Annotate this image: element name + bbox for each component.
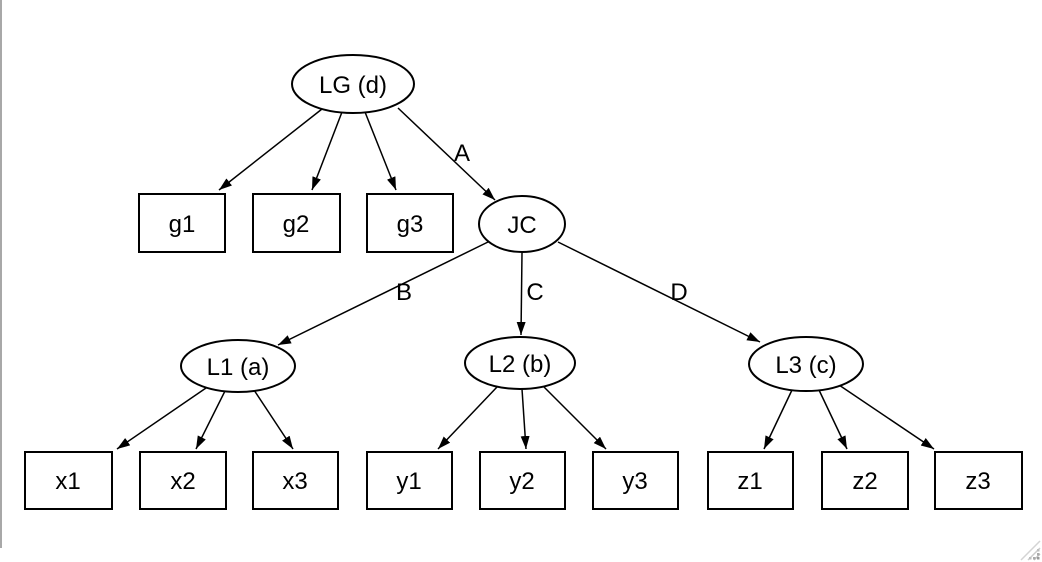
node-g3-label: g3	[397, 211, 424, 238]
node-x1-label: x1	[55, 468, 80, 495]
edges	[116, 107, 935, 450]
node-x1-rect	[24, 451, 113, 510]
resize-grip-icon[interactable]	[1019, 539, 1041, 561]
node-y1: y1	[366, 451, 453, 510]
node-z1-rect	[707, 451, 794, 510]
node-x3-rect	[252, 451, 339, 510]
node-lg-ellipse	[291, 54, 415, 114]
node-l3: L3 (c)	[748, 336, 864, 392]
node-lg: LG (d)	[291, 54, 415, 114]
node-jc: JC	[478, 195, 566, 253]
edge-label-c: C	[526, 279, 543, 306]
node-x2-rect	[139, 451, 227, 510]
node-l2: L2 (b)	[464, 336, 576, 390]
node-l2-ellipse	[464, 336, 576, 390]
node-l2-label: L2 (b)	[489, 351, 552, 378]
edge-lg-g1	[218, 108, 323, 191]
node-z3-rect	[934, 451, 1023, 510]
node-g2-label: g2	[283, 211, 310, 238]
node-jc-label: JC	[507, 212, 536, 239]
node-x2: x2	[139, 451, 227, 510]
node-x3-label: x3	[282, 468, 307, 495]
node-l1-label: L1 (a)	[207, 354, 270, 381]
node-z1: z1	[707, 451, 794, 510]
node-g2: g2	[252, 193, 341, 253]
edge-l1-x2	[195, 390, 226, 450]
node-y2: y2	[479, 451, 566, 510]
node-y3: y3	[592, 451, 679, 510]
edge-lg-g3	[364, 111, 397, 191]
edge-l3-z1	[763, 389, 793, 450]
edge-l2-y2	[520, 388, 530, 450]
node-z2: z2	[821, 451, 909, 510]
edge-lg-jc	[397, 107, 496, 201]
edge-l3-z3	[838, 384, 935, 450]
node-x2-label: x2	[170, 468, 195, 495]
node-y3-rect	[592, 451, 679, 510]
edge-l2-y1	[437, 386, 498, 450]
edge-l1-x1	[116, 387, 207, 450]
node-l3-ellipse	[748, 336, 864, 392]
node-g1-label: g1	[169, 211, 196, 238]
edge-labels: A B C D	[396, 140, 688, 306]
node-g3: g3	[366, 193, 454, 253]
node-g1: g1	[138, 193, 226, 253]
node-z2-rect	[821, 451, 909, 510]
node-y1-rect	[366, 451, 453, 510]
node-x1: x1	[24, 451, 113, 510]
node-y2-rect	[479, 451, 566, 510]
node-l3-label: L3 (c)	[775, 352, 836, 379]
node-g2-rect	[252, 193, 341, 253]
edge-label-d: D	[670, 279, 687, 306]
edge-jc-l3	[557, 241, 761, 343]
node-l1-ellipse	[180, 339, 296, 393]
node-z3-label: z3	[965, 468, 990, 495]
edge-jc-l1	[277, 241, 489, 346]
edge-l2-y3	[542, 385, 607, 450]
node-z1-label: z1	[737, 468, 762, 495]
edge-label-b: B	[396, 279, 412, 306]
node-jc-ellipse	[478, 195, 566, 253]
node-g3-rect	[366, 193, 454, 253]
node-z2-label: z2	[852, 468, 877, 495]
window-left-border	[0, 0, 2, 548]
edge-jc-l2	[516, 252, 526, 336]
node-y1-label: y1	[396, 468, 421, 495]
node-l1: L1 (a)	[180, 339, 296, 393]
edge-label-a: A	[454, 140, 470, 167]
edge-lg-g2	[311, 111, 343, 191]
node-lg-label: LG (d)	[319, 72, 387, 99]
node-y3-label: y3	[622, 468, 647, 495]
node-z3: z3	[934, 451, 1023, 510]
node-x3: x3	[252, 451, 339, 510]
edge-l1-x3	[253, 389, 294, 450]
node-y2-label: y2	[509, 468, 534, 495]
edge-l3-z2	[818, 389, 848, 450]
node-g1-rect	[138, 193, 226, 253]
